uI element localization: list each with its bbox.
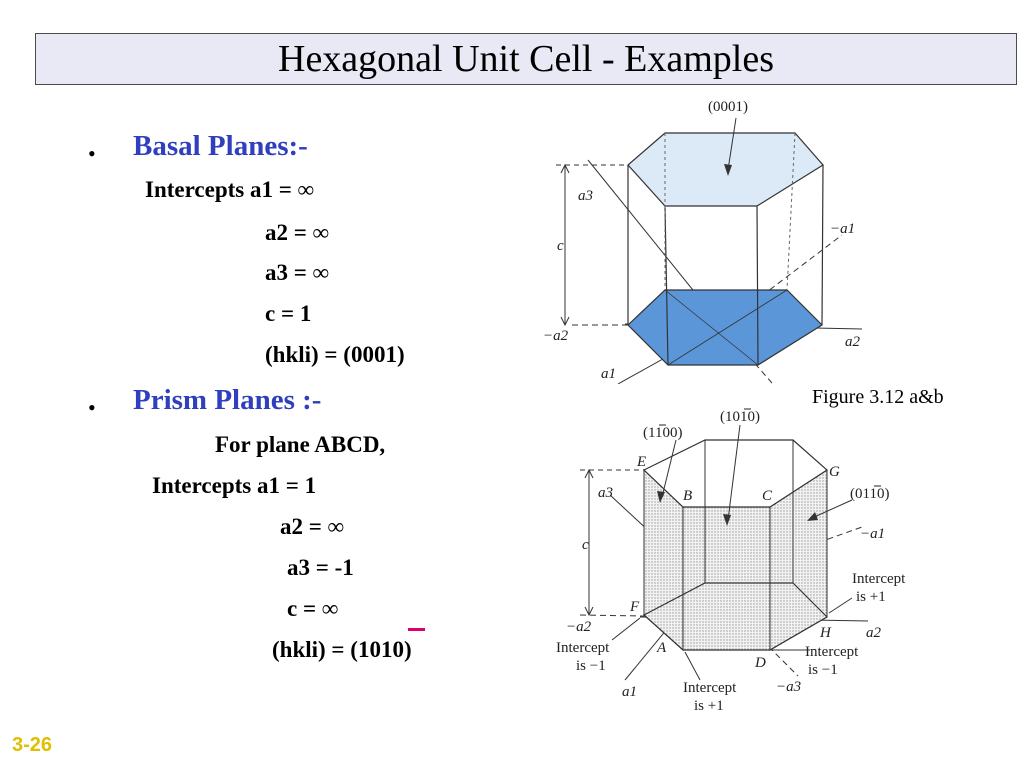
pointer-intercept-top-right xyxy=(828,597,853,614)
bullet-basal: • xyxy=(88,141,96,166)
plane-pointer xyxy=(727,117,737,171)
plane-label-0110: (0110) xyxy=(850,486,889,502)
prism-line-5: c = ∞ xyxy=(287,596,339,621)
pointer-intercept-bottom xyxy=(684,651,701,681)
axis-label-neg-a1-b: −a1 xyxy=(860,526,885,542)
slide-title: Hexagonal Unit Cell - Examples xyxy=(278,38,774,80)
bottom-diagonal-2 xyxy=(667,289,788,366)
intercept-right-line-1: Intercept xyxy=(805,644,859,660)
plane-label-1100: (1100) xyxy=(643,425,682,441)
axis-label-a2-b: a2 xyxy=(866,625,882,641)
top-basal-plane xyxy=(627,132,824,207)
slide-number: 3-26 xyxy=(12,734,53,756)
intercept-bottom-line-2: is +1 xyxy=(694,698,724,714)
axis-label-neg-a3-b: −a3 xyxy=(776,679,801,695)
c-arrow-bottom-b xyxy=(584,606,594,617)
pointer-0110-head xyxy=(807,512,818,521)
basal-line-5: (hkli) = (0001) xyxy=(265,342,405,367)
point-C: C xyxy=(762,488,773,504)
bottom-hexagon xyxy=(642,582,828,651)
axis-label-a3-b: a3 xyxy=(598,485,613,501)
axis-label-c-b: c xyxy=(582,537,589,553)
axis-label-c: c xyxy=(557,238,564,254)
pointer-1100-head xyxy=(657,491,665,503)
pointer-0110 xyxy=(811,499,853,519)
prism-line-1: For plane ABCD, xyxy=(215,432,386,457)
axis-label-neg-a2-b: −a2 xyxy=(566,619,592,635)
plane-label-1010: (1010) xyxy=(720,409,760,425)
plane-pointer-head xyxy=(724,164,732,176)
edge-4 xyxy=(821,164,824,326)
axis-label-neg-a1: −a1 xyxy=(830,221,855,237)
basal-line-1: Intercepts a1 = ∞ xyxy=(145,177,314,202)
title-box: Hexagonal Unit Cell - Examples xyxy=(35,33,1017,85)
point-B: B xyxy=(683,488,692,504)
intercept-top-right-line-1: Intercept xyxy=(852,571,906,587)
figure-a: (0001) a3 c −a1 −a2 a2 a1 xyxy=(543,99,863,384)
point-G: G xyxy=(829,464,840,480)
point-H: H xyxy=(819,625,832,641)
hidden-edge-2 xyxy=(786,132,796,291)
prism-line-6: (hkli) = (1010) xyxy=(272,637,412,662)
pointer-1010-head xyxy=(723,514,731,526)
figure-b: (1100) (1010) (0110) E B C G F A D H a3 … xyxy=(556,408,906,714)
intercept-right-line-2: is −1 xyxy=(808,662,838,678)
pointer-1010 xyxy=(727,424,741,521)
point-D: D xyxy=(754,655,766,671)
point-A: A xyxy=(656,640,667,656)
point-F: F xyxy=(629,599,640,615)
pointer-intercept-left xyxy=(611,617,641,641)
intercept-bottom-line-1: Intercept xyxy=(683,680,737,696)
bottom-basal-plane xyxy=(627,289,823,366)
edge-3 xyxy=(756,205,759,366)
axis-label-neg-a2: −a2 xyxy=(543,328,569,344)
plane-label-0001: (0001) xyxy=(708,99,748,115)
axis-label-a2: a2 xyxy=(845,334,861,350)
intercept-left-line-2: is −1 xyxy=(576,658,606,674)
axis-label-a1-b: a1 xyxy=(622,684,637,700)
point-E: E xyxy=(636,454,646,470)
prism-line-4: a3 = -1 xyxy=(287,555,354,580)
edge-2 xyxy=(664,205,669,366)
pointer-1100 xyxy=(661,439,677,498)
intercept-left-line-1: Intercept xyxy=(556,640,610,656)
prism-line-2: Intercepts a1 = 1 xyxy=(152,473,317,498)
figure-caption: Figure 3.12 a&b xyxy=(812,386,944,408)
basal-line-2: a2 = ∞ xyxy=(265,220,330,245)
prism-line-3: a2 = ∞ xyxy=(280,514,345,539)
bottom-diagonal-1 xyxy=(664,289,759,366)
basal-line-4: c = 1 xyxy=(265,301,312,326)
plane-1010-face xyxy=(682,506,771,651)
overbar xyxy=(408,628,425,631)
basal-line-3: a3 = ∞ xyxy=(265,260,330,285)
intercept-top-right-line-2: is +1 xyxy=(856,589,886,605)
basal-heading: Basal Planes:- xyxy=(133,130,308,162)
axis-label-a1: a1 xyxy=(601,366,616,382)
bullet-prism: • xyxy=(88,395,96,420)
prism-heading: Prism Planes :- xyxy=(133,384,322,416)
axis-label-a3: a3 xyxy=(578,188,593,204)
c-arrow-bottom xyxy=(560,316,570,327)
